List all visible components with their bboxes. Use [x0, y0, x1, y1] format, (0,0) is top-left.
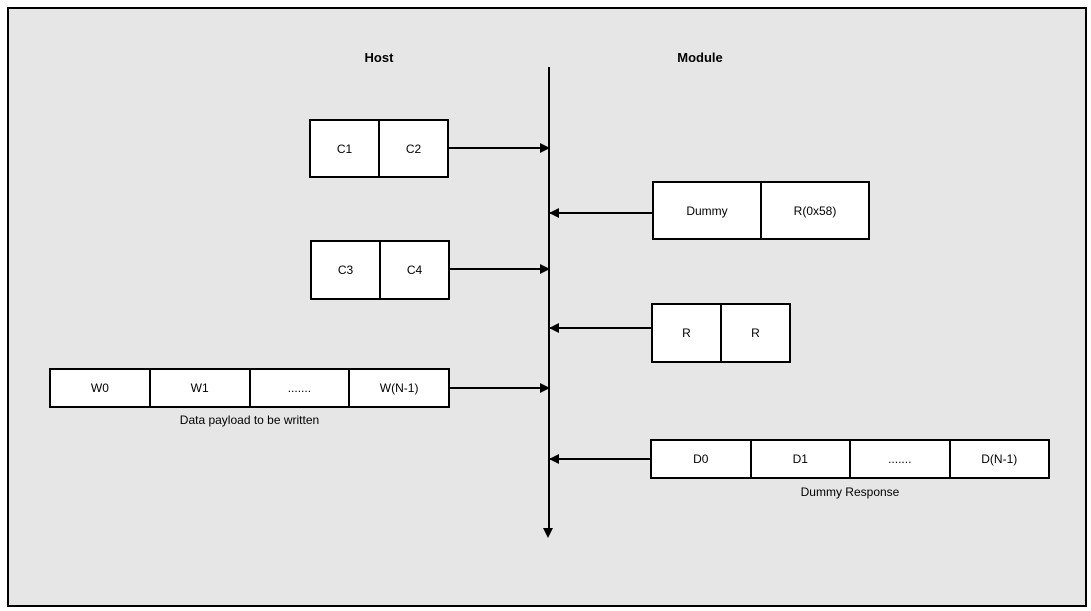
box-c3-c4: C3 C4	[310, 240, 450, 300]
cell-r-2: R	[720, 305, 789, 361]
cell-wn1: W(N-1)	[348, 370, 448, 406]
arrowhead-right-icon	[540, 383, 550, 393]
arrowhead-left-icon	[549, 454, 559, 464]
cell-c2: C2	[378, 121, 447, 176]
cell-c4: C4	[379, 242, 448, 298]
arrow-rr-to-host	[549, 323, 651, 333]
box-c1-c2: C1 C2	[309, 119, 449, 178]
cell-r-1: R	[682, 326, 691, 340]
cell-c1: C1	[336, 141, 353, 156]
arrow-payload-to-module	[450, 383, 550, 393]
cell-w-ellipsis: .......	[248, 370, 349, 406]
module-lane-label: Module	[677, 50, 723, 65]
arrowhead-right-icon	[540, 143, 550, 153]
cell-c3: C3	[337, 263, 354, 277]
arrow-dummyresponse-to-host	[549, 454, 650, 464]
cell-dummy: Dummy	[686, 203, 728, 218]
dummy-response-caption: Dummy Response	[800, 485, 900, 499]
box-write-payload: W0 W1 ....... W(N-1)	[49, 368, 450, 408]
box-r-r: R R	[651, 303, 791, 363]
diagram-canvas: Host Module C1 C2 Dummy R(0x58) C3 C4 R …	[7, 7, 1087, 607]
arrowhead-left-icon	[549, 323, 559, 333]
write-payload-caption: Data payload to be written	[179, 413, 320, 427]
cell-d0: D0	[693, 452, 709, 466]
cell-r0x58: R(0x58)	[760, 183, 868, 238]
cell-w0: W0	[90, 381, 109, 395]
cell-w1: W1	[148, 370, 249, 406]
arrowhead-left-icon	[549, 208, 559, 218]
box-dummy-response: D0 D1 ....... D(N-1)	[650, 439, 1050, 479]
arrowhead-right-icon	[540, 264, 550, 274]
cell-dn1: D(N-1)	[948, 441, 1049, 477]
lifeline	[548, 67, 550, 529]
cell-d1: D1	[749, 441, 850, 477]
host-lane-label: Host	[364, 50, 394, 65]
arrow-c1c2-to-module	[449, 143, 550, 153]
arrow-dummy-to-host	[549, 208, 652, 218]
arrowhead-down-icon	[543, 528, 553, 538]
box-dummy-r0x58: Dummy R(0x58)	[652, 181, 870, 240]
cell-d-ellipsis: .......	[849, 441, 949, 477]
arrow-c3c4-to-module	[450, 264, 550, 274]
